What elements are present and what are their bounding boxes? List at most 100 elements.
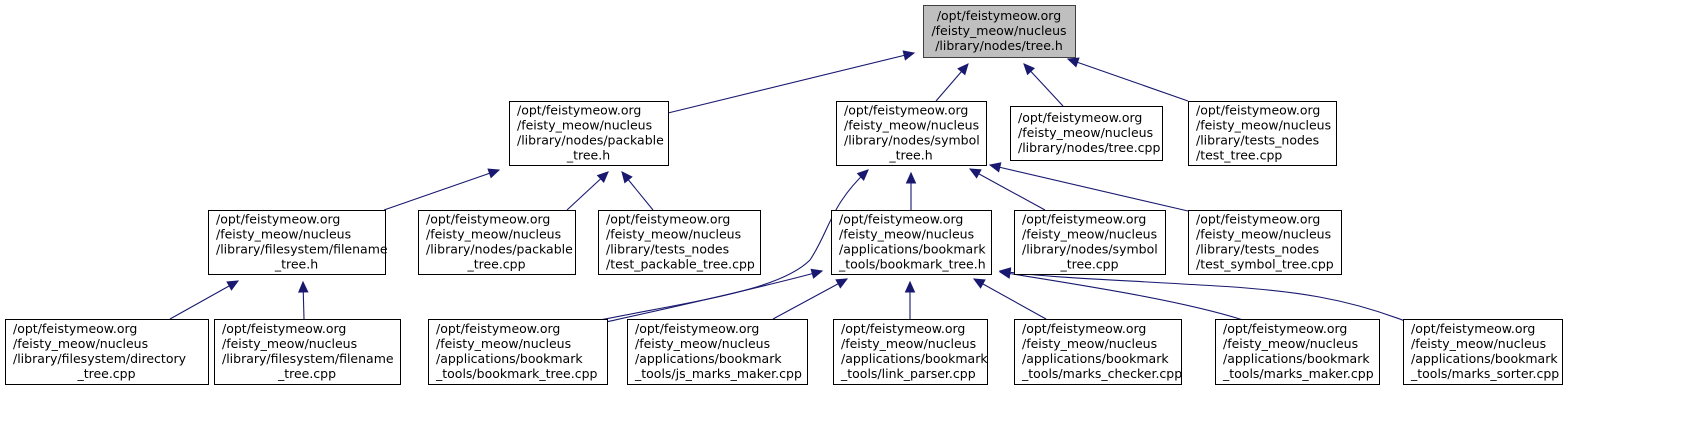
- edge-marks_checker_cpp-to-bookmark_tree_h: [972, 278, 1047, 320]
- node-box: [1188, 101, 1337, 166]
- node-bookmark-tree-h[interactable]: /opt/feistymeow.org/feisty_meow/nucleus/…: [831, 210, 992, 275]
- node-symbol-tree-h[interactable]: /opt/feistymeow.org/feisty_meow/nucleus/…: [836, 101, 987, 166]
- node-label-line: _tools/js_marks_maker.cpp: [634, 366, 802, 381]
- edge-marks_sorter_cpp-to-bookmark_tree_h: [998, 267, 1406, 322]
- node-box: [1188, 210, 1342, 275]
- node-label-line: /applications/bookmark: [1411, 351, 1558, 366]
- edge-arrowhead: [298, 280, 309, 293]
- node-tree-cpp[interactable]: /opt/feistymeow.org/feisty_meow/nucleus/…: [1010, 106, 1163, 161]
- node-label-line: /feisty_meow/nucleus: [635, 336, 770, 351]
- edge-link_parser_cpp-to-bookmark_tree_h: [904, 280, 916, 319]
- edge-line: [772, 278, 848, 320]
- node-label-line: /opt/feistymeow.org: [839, 212, 963, 227]
- node-label-line: /opt/feistymeow.org: [216, 212, 340, 227]
- nodes-layer: /opt/feistymeow.org/feisty_meow/nucleus/…: [5, 5, 1563, 385]
- node-label-line: /test_packable_tree.cpp: [606, 257, 755, 272]
- node-label-line: /library/tests_nodes: [1196, 133, 1319, 148]
- edge-bookmark_tree_cpp-to-bookmark_tree_h: [605, 268, 824, 323]
- node-label-line: _tree.h: [274, 257, 318, 272]
- edge-test_symbol_tree_cpp-to-symbol_tree_h: [988, 162, 1189, 212]
- node-label-line: _tree.h: [888, 148, 932, 163]
- node-box: [5, 319, 209, 385]
- node-label-line: /feisty_meow/nucleus: [1022, 336, 1157, 351]
- node-label-line: /opt/feistymeow.org: [1223, 321, 1347, 336]
- node-label-line: /applications/bookmark: [1022, 351, 1169, 366]
- node-label-line: /feisty_meow/nucleus: [1223, 336, 1358, 351]
- edge-symbol_tree_cpp-to-symbol_tree_h: [968, 168, 1046, 211]
- node-bookmark-tree-cpp[interactable]: /opt/feistymeow.org/feisty_meow/nucleus/…: [428, 319, 608, 385]
- node-label-line: /opt/feistymeow.org: [13, 321, 137, 336]
- node-label-line: /library/nodes/symbol: [844, 133, 980, 148]
- node-label-line: /library/filesystem/filename: [222, 351, 394, 366]
- edge-arrowhead: [968, 168, 982, 179]
- node-label-line: /applications/bookmark: [436, 351, 583, 366]
- node-directory-tree-cpp[interactable]: /opt/feistymeow.org/feisty_meow/nucleus/…: [5, 319, 209, 385]
- node-marks-sorter-cpp[interactable]: /opt/feistymeow.org/feisty_meow/nucleus/…: [1403, 319, 1563, 385]
- node-label-line: /feisty_meow/nucleus: [931, 23, 1066, 38]
- node-label-line: /feisty_meow/nucleus: [606, 227, 741, 242]
- node-box: [418, 210, 576, 275]
- node-test-tree-cpp[interactable]: /opt/feistymeow.org/feisty_meow/nucleus/…: [1188, 101, 1337, 166]
- node-box: [428, 319, 608, 385]
- node-label-line: /applications/bookmark: [839, 242, 986, 257]
- node-label-line: /opt/feistymeow.org: [517, 103, 641, 118]
- node-label-line: _tools/marks_sorter.cpp: [1410, 366, 1559, 381]
- node-box: [1014, 319, 1182, 385]
- node-label-line: /opt/feistymeow.org: [1411, 321, 1535, 336]
- edge-packable_tree_cpp-to-packable_tree_h: [566, 171, 609, 211]
- edge-bookmark_tree_cpp-to-symbol_tree_h: [599, 169, 869, 321]
- node-filename-tree-h[interactable]: /opt/feistymeow.org/feisty_meow/nucleus/…: [208, 210, 388, 275]
- node-symbol-tree-cpp[interactable]: /opt/feistymeow.org/feisty_meow/nucleus/…: [1014, 210, 1166, 275]
- node-label-line: /opt/feistymeow.org: [426, 212, 550, 227]
- node-label-line: /opt/feistymeow.org: [606, 212, 730, 227]
- edge-line: [667, 52, 915, 114]
- edge-arrowhead: [902, 50, 916, 61]
- node-label-line: /applications/bookmark: [1223, 351, 1370, 366]
- node-box: [509, 101, 669, 166]
- edge-marks_maker_cpp-to-bookmark_tree_h: [998, 268, 1244, 321]
- node-label-line: /opt/feistymeow.org: [635, 321, 759, 336]
- node-label-line: /feisty_meow/nucleus: [1411, 336, 1546, 351]
- edge-arrowhead: [988, 162, 1002, 173]
- node-tree-h: /opt/feistymeow.org/feisty_meow/nucleus/…: [923, 5, 1076, 58]
- node-label-line: /feisty_meow/nucleus: [517, 118, 652, 133]
- node-js-marks-maker-cpp[interactable]: /opt/feistymeow.org/feisty_meow/nucleus/…: [627, 319, 808, 385]
- node-label-line: /library/filesystem/filename: [216, 242, 388, 257]
- edge-filename_tree_cpp-to-filename_tree_h: [298, 280, 309, 320]
- node-marks-checker-cpp[interactable]: /opt/feistymeow.org/feisty_meow/nucleus/…: [1014, 319, 1183, 385]
- node-box: [1403, 319, 1563, 385]
- node-label-line: /feisty_meow/nucleus: [1196, 227, 1331, 242]
- node-packable-tree-h[interactable]: /opt/feistymeow.org/feisty_meow/nucleus/…: [509, 101, 669, 166]
- edge-arrowhead: [998, 267, 1012, 278]
- node-label-line: _tree.cpp: [1059, 257, 1118, 272]
- node-label-line: /feisty_meow/nucleus: [13, 336, 148, 351]
- node-test-packable-tree-cpp[interactable]: /opt/feistymeow.org/feisty_meow/nucleus /…: [598, 210, 761, 275]
- node-label-line: /feisty_meow/nucleus: [216, 227, 351, 242]
- edge-line: [973, 278, 1047, 320]
- edge-line: [1067, 58, 1189, 102]
- edges-layer: [169, 50, 1406, 323]
- edge-line: [599, 169, 869, 321]
- node-label-line: /opt/feistymeow.org: [841, 321, 965, 336]
- node-marks-maker-cpp[interactable]: /opt/feistymeow.org/feisty_meow/nucleus/…: [1215, 319, 1380, 385]
- node-label-line: /opt/feistymeow.org: [222, 321, 346, 336]
- edge-line: [999, 271, 1244, 321]
- edge-symbol_tree_h-to-tree_h: [935, 63, 969, 102]
- node-test-symbol-tree-cpp[interactable]: /opt/feistymeow.org/feisty_meow/nucleus/…: [1188, 210, 1342, 275]
- node-packable-tree-cpp[interactable]: /opt/feistymeow.org/feisty_meow/nucleus/…: [418, 210, 576, 275]
- node-link-parser-cpp[interactable]: /opt/feistymeow.org/feisty_meow/nucleus/…: [833, 319, 989, 385]
- node-label-line: /library/nodes/symbol: [1022, 242, 1158, 257]
- node-label-line: /library/nodes/packable: [517, 133, 664, 148]
- node-filename-tree-cpp[interactable]: /opt/feistymeow.org/feisty_meow/nucleus/…: [214, 319, 401, 385]
- edge-line: [989, 164, 1189, 212]
- node-label-line: /feisty_meow/nucleus: [1018, 125, 1153, 140]
- node-label-line: _tools/marks_checker.cpp: [1021, 366, 1182, 381]
- node-label-line: /opt/feistymeow.org: [436, 321, 560, 336]
- edge-arrowhead: [972, 278, 986, 289]
- edge-arrowhead: [1023, 63, 1036, 76]
- edge-arrowhead: [487, 168, 501, 179]
- node-box: [214, 319, 401, 385]
- node-label-line: /feisty_meow/nucleus: [1196, 118, 1331, 133]
- node-label-line: _tools/link_parser.cpp: [840, 366, 976, 381]
